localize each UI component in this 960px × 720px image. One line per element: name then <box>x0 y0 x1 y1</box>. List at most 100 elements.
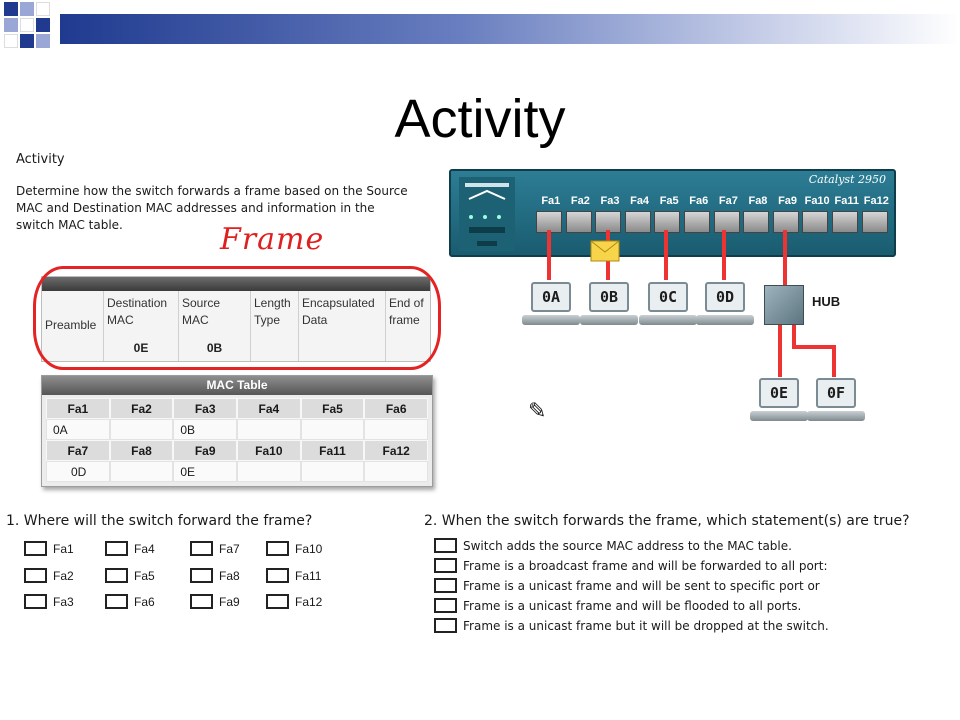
q1-option-fa8[interactable]: Fa8 <box>190 568 240 583</box>
frame-field-label: Length Type <box>254 296 291 327</box>
checkbox[interactable] <box>266 541 289 556</box>
switch-ports <box>536 211 891 233</box>
pc-0b: 0B <box>580 282 638 330</box>
header-gradient-bar <box>60 14 960 44</box>
q1-option-label: Fa3 <box>53 594 74 609</box>
mac-table-cell <box>300 461 365 482</box>
mac-table-header: Fa5 <box>300 398 365 419</box>
frame-field-preamble: Preamble <box>42 291 104 361</box>
q1-option-fa9[interactable]: Fa9 <box>190 594 240 609</box>
frame-field-destination-mac: Destination MAC 0E <box>104 291 179 361</box>
mac-table-header: Fa3 <box>173 398 237 419</box>
checkbox[interactable] <box>434 578 457 593</box>
frame-field-label: Preamble <box>45 318 97 332</box>
checkbox[interactable] <box>434 538 457 553</box>
frame-field-source-mac: Source MAC 0B <box>179 291 251 361</box>
frame-field-end-of-frame: End of frame <box>386 291 430 361</box>
checkbox[interactable] <box>24 594 47 609</box>
q2-option-1[interactable]: Switch adds the source MAC address to th… <box>434 538 792 553</box>
cable-fa7 <box>722 230 726 280</box>
cable-hub-0f-horizontal <box>792 345 836 349</box>
q1-option-fa12[interactable]: Fa12 <box>266 594 322 609</box>
q1-option-fa6[interactable]: Fa6 <box>105 594 155 609</box>
mac-table-cell <box>237 419 301 440</box>
pc-base <box>580 315 638 325</box>
envelope-frame-icon <box>590 240 620 262</box>
checkbox[interactable] <box>105 541 128 556</box>
q1-option-fa3[interactable]: Fa3 <box>24 594 74 609</box>
checkbox[interactable] <box>434 558 457 573</box>
checkbox[interactable] <box>24 568 47 583</box>
q1-option-fa11[interactable]: Fa11 <box>266 568 321 583</box>
frame-table-header-bar <box>42 277 430 291</box>
mac-table-cell <box>300 419 365 440</box>
switch-port-fa10 <box>802 211 829 233</box>
mac-table-header: Fa1 <box>46 398 110 419</box>
hub-label: HUB <box>812 294 841 309</box>
q1-option-fa1[interactable]: Fa1 <box>24 541 74 556</box>
frame-field-value: 0B <box>206 341 223 355</box>
checkbox[interactable] <box>190 594 213 609</box>
switch-port-label: Fa11 <box>834 195 859 207</box>
pc-label: 0B <box>589 282 629 312</box>
q1-option-fa2[interactable]: Fa2 <box>24 568 74 583</box>
question-2: 2. When the switch forwards the frame, w… <box>424 513 910 529</box>
mac-table-header: Fa10 <box>237 440 301 461</box>
frame-field-label: Encapsulated Data <box>302 296 375 327</box>
checkbox[interactable] <box>434 618 457 633</box>
q1-option-fa7[interactable]: Fa7 <box>190 541 240 556</box>
switch-port-label: Fa5 <box>659 195 679 207</box>
checkbox[interactable] <box>105 594 128 609</box>
frame-field-label: Destination MAC <box>107 296 168 327</box>
pc-base <box>807 411 865 421</box>
pc-0c: 0C <box>639 282 697 330</box>
q1-option-label: Fa10 <box>295 541 323 556</box>
cable-fa1 <box>547 230 551 280</box>
checkbox[interactable] <box>434 598 457 613</box>
q1-option-fa5[interactable]: Fa5 <box>105 568 155 583</box>
switch-port-labels: Fa1 Fa2 Fa3 Fa4 Fa5 Fa6 Fa7 Fa8 Fa9 Fa10… <box>536 195 891 207</box>
q1-option-label: Fa12 <box>295 594 323 609</box>
pc-base <box>522 315 580 325</box>
switch-port-label: Fa3 <box>600 195 620 207</box>
cable-hub-0e <box>778 325 782 377</box>
q2-option-label: Frame is a unicast frame but it will be … <box>463 618 829 633</box>
q2-option-4[interactable]: Frame is a unicast frame and will be flo… <box>434 598 801 613</box>
checkbox[interactable] <box>266 568 289 583</box>
checkbox[interactable] <box>105 568 128 583</box>
cable-hub-0f-drop <box>832 345 836 377</box>
cable-fa9 <box>783 230 787 285</box>
q1-option-label: Fa6 <box>134 594 155 609</box>
checkbox[interactable] <box>190 568 213 583</box>
ornament-square <box>20 34 34 48</box>
switch-port-label: Fa9 <box>778 195 798 207</box>
q2-option-2[interactable]: Frame is a broadcast frame and will be f… <box>434 558 828 573</box>
checkbox[interactable] <box>24 541 47 556</box>
checkbox[interactable] <box>190 541 213 556</box>
cable-hub-0f-vertical <box>792 325 796 347</box>
frame-field-label: Source MAC <box>182 296 221 327</box>
pc-label: 0A <box>531 282 571 312</box>
q1-option-fa4[interactable]: Fa4 <box>105 541 155 556</box>
switch-port-fa8 <box>743 211 770 233</box>
switch-model-label: Catalyst 2950 <box>808 173 886 186</box>
ornament-square <box>4 34 18 48</box>
q1-option-label: Fa4 <box>134 541 155 556</box>
mac-table-cell <box>364 419 428 440</box>
q1-option-label: Fa9 <box>219 594 240 609</box>
q2-option-3[interactable]: Frame is a unicast frame and will be sen… <box>434 578 820 593</box>
activity-instructions: Determine how the switch forwards a fram… <box>16 184 408 232</box>
frame-annotation-outline <box>33 266 441 370</box>
pc-label: 0D <box>705 282 745 312</box>
q1-option-fa10[interactable]: Fa10 <box>266 541 322 556</box>
switch-port-label: Fa1 <box>541 195 561 207</box>
checkbox[interactable] <box>266 594 289 609</box>
frame-field-length-type: Length Type <box>251 291 299 361</box>
pc-0a: 0A <box>522 282 580 330</box>
switch-port-label: Fa2 <box>570 195 590 207</box>
switch-port-fa11 <box>831 211 858 233</box>
q2-option-5[interactable]: Frame is a unicast frame but it will be … <box>434 618 829 633</box>
switch-port-label: Fa7 <box>718 195 738 207</box>
question-1: 1. Where will the switch forward the fra… <box>6 513 313 529</box>
mac-table-cell: 0A <box>46 419 110 440</box>
